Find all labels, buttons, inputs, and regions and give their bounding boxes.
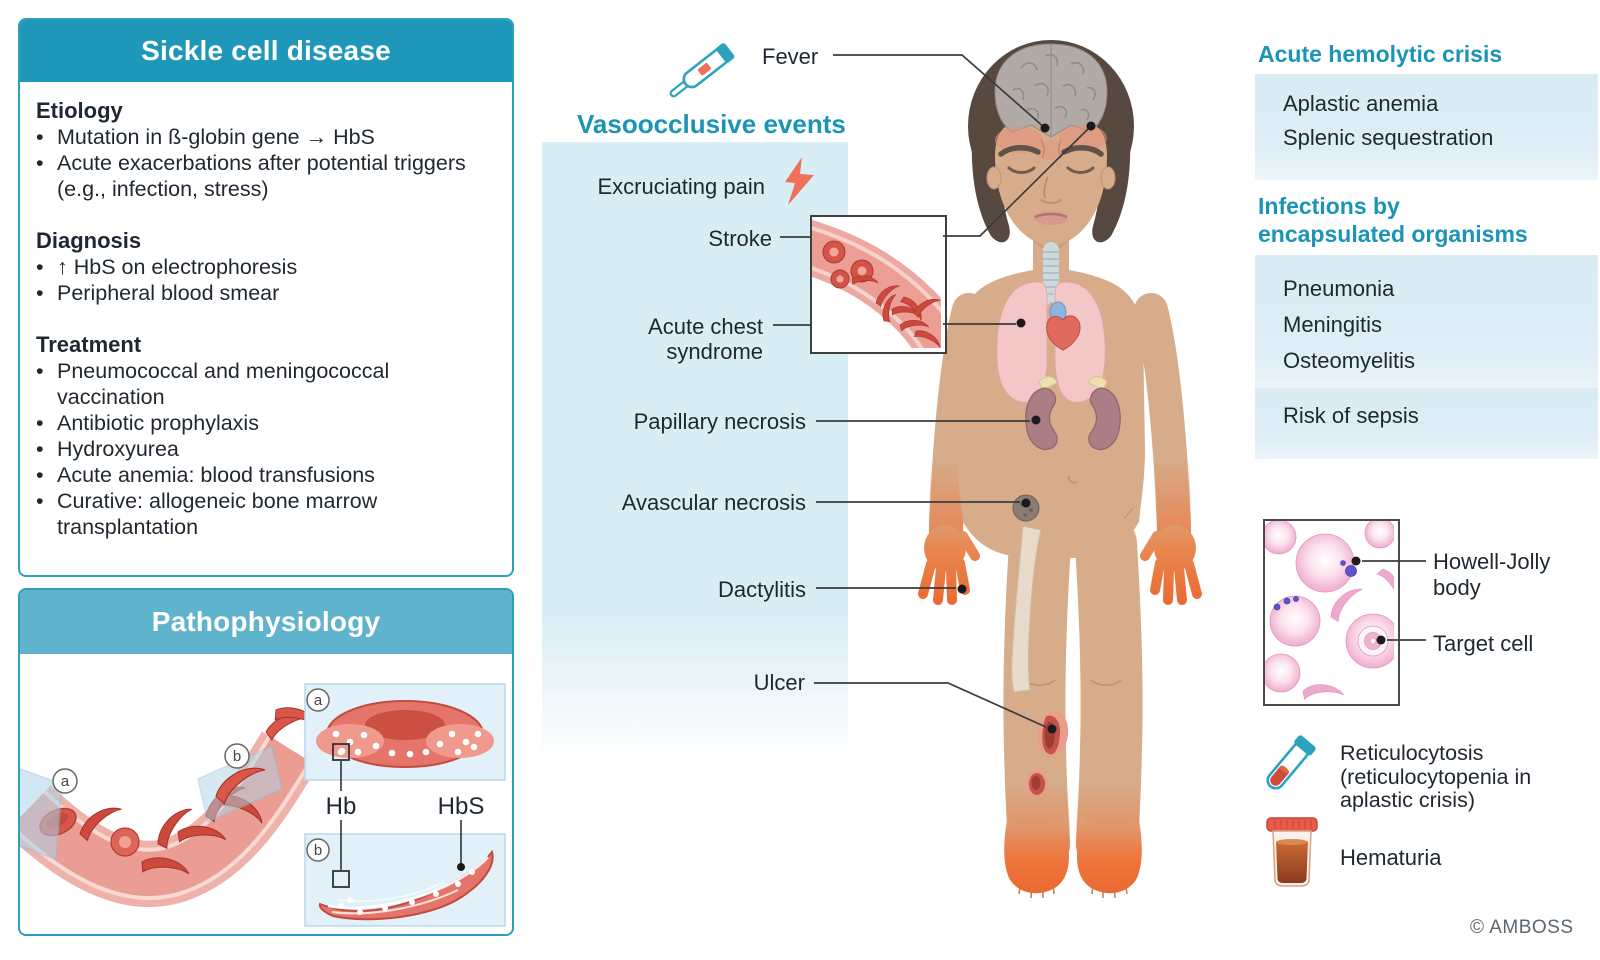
- target-cell: [1345, 613, 1394, 669]
- blood-smear-inset: [1263, 519, 1400, 706]
- hb-dots: [332, 730, 482, 758]
- left-forearm-flush: [929, 441, 965, 553]
- list-item: Osteomyelitis: [1283, 348, 1416, 373]
- pathophysiology-title: Pathophysiology: [20, 590, 512, 654]
- hb-selector-square: [332, 870, 350, 888]
- lightning-icon: [785, 157, 814, 205]
- thermometer-icon: [669, 43, 735, 98]
- list-item: Aplastic anemia: [1283, 91, 1439, 116]
- dactylitis-label: Dactylitis: [717, 577, 806, 602]
- sickle-cell-cluster: [851, 275, 941, 348]
- urine-cup-icon: [1266, 817, 1318, 887]
- ulcer-label: Ulcer: [753, 670, 805, 695]
- inset-normal-rbc: a: [304, 683, 506, 781]
- list-item: •Mutation in ß-globin gene → HbS: [36, 125, 375, 149]
- list-item: •Curative: allogeneic bone marrow transp…: [36, 489, 378, 539]
- vasoocclusive-panel: [542, 142, 848, 763]
- hb-connectors: [340, 761, 462, 870]
- hemolytic-crisis-box: Aplastic anemia Splenic sequestration: [1255, 74, 1598, 180]
- list-item: Meningitis: [1283, 312, 1383, 337]
- avascular-necrosis-label: Avascular necrosis: [621, 490, 806, 515]
- treatment-heading: Treatment: [36, 332, 142, 357]
- howell-jolly-bodies: [1273, 560, 1357, 611]
- test-tube-icon: [1266, 735, 1316, 790]
- ear: [986, 166, 1002, 190]
- heart: [1046, 315, 1081, 351]
- list-item: •Antibiotic prophylaxis: [36, 411, 259, 435]
- sickle-cell: [1330, 588, 1363, 623]
- hb-selector-square: [332, 743, 350, 761]
- stroke-label: Stroke: [708, 226, 772, 251]
- list-item: •Peripheral blood smear: [36, 281, 280, 305]
- red-blood-cells: [1265, 521, 1394, 700]
- list-item: •Acute exacerbations after potential tri…: [36, 151, 466, 201]
- marker-b-circle: [224, 743, 250, 769]
- vasoocclusive-heading: Vasoocclusive events: [577, 109, 846, 139]
- hemolytic-crisis-heading: Acute hemolytic crisis: [1258, 41, 1503, 67]
- diagnosis-section: Diagnosis •↑ HbS on electrophoresis •Per…: [36, 227, 500, 306]
- list-item: •↑ HbS on electrophoresis: [36, 255, 298, 279]
- marker-a: a: [61, 773, 70, 790]
- necrotic-femoral-head: [1012, 494, 1040, 522]
- brain: [994, 43, 1108, 138]
- navel: [1067, 475, 1078, 484]
- pathophysiology-panel: Pathophysiology a: [18, 588, 514, 936]
- occluded-vessel-inset: [810, 215, 947, 354]
- list-item: Pneumonia: [1283, 276, 1395, 301]
- hematuria-label: Hematuria: [1340, 845, 1442, 870]
- infections-heading: Infections by encapsulated organisms: [1258, 193, 1528, 247]
- right-forearm-flush: [1155, 441, 1191, 553]
- lungs: [996, 242, 1106, 403]
- reticulocytosis-label: Reticulocytosis (reticulocytopenia in ap…: [1340, 741, 1532, 812]
- infections-box: Pneumonia Meningitis Osteomyelitis: [1255, 255, 1598, 396]
- disease-panel-title: Sickle cell disease: [20, 20, 512, 82]
- papillary-necrosis-label: Papillary necrosis: [633, 409, 806, 434]
- target-cell-label: Target cell: [1433, 631, 1534, 656]
- list-item: Splenic sequestration: [1283, 125, 1494, 150]
- left-hand: [918, 525, 980, 605]
- treatment-section: Treatment •Pneumococcal and meningococca…: [36, 331, 500, 540]
- fever-label: Fever: [762, 44, 819, 69]
- hbs-label: HbS: [438, 793, 485, 820]
- marker-b: b: [233, 748, 241, 765]
- disease-panel-body: Etiology •Mutation in ß-globin gene → Hb…: [20, 82, 512, 540]
- marker-b: b: [314, 842, 322, 859]
- marker-a: a: [314, 692, 323, 709]
- list-item: •Pneumococcal and meningococcal vaccinat…: [36, 359, 390, 409]
- diagnosis-heading: Diagnosis: [36, 228, 142, 253]
- right-hand: [1140, 525, 1202, 605]
- etiology-section: Etiology •Mutation in ß-globin gene → Hb…: [36, 97, 500, 202]
- sepsis-box: Risk of sepsis: [1255, 388, 1598, 459]
- inset-sickle-cell: b: [304, 833, 506, 927]
- howell-jolly-label: Howell-Jolly body: [1433, 549, 1551, 600]
- sickle-cell: [1376, 568, 1394, 604]
- disease-panel: Sickle cell disease Etiology •Mutation i…: [18, 18, 514, 577]
- list-item: •Acute anemia: blood transfusions: [36, 463, 375, 487]
- hbs-dots: [338, 869, 475, 915]
- vessel-illustration: a b: [20, 707, 322, 907]
- hbs-dot: [457, 863, 465, 871]
- acute-chest-syndrome-label: Acute chest syndrome: [648, 314, 763, 364]
- neck-shadow: [1033, 238, 1069, 250]
- sepsis-label: Risk of sepsis: [1283, 403, 1419, 428]
- etiology-heading: Etiology: [36, 98, 123, 123]
- child-figure: [918, 40, 1202, 899]
- kidneys: [1025, 376, 1121, 451]
- sickle-cell: [1302, 684, 1344, 700]
- amboss-credit: © AMBOSS: [1470, 917, 1574, 938]
- feet: [1004, 816, 1142, 899]
- excruciating-pain-label: Excruciating pain: [597, 174, 765, 199]
- marker-a-circle: [52, 768, 78, 794]
- ear: [1100, 166, 1116, 190]
- list-item: •Hydroxyurea: [36, 437, 179, 461]
- hb-label: Hb: [326, 793, 357, 820]
- pathophysiology-illustration: a b a: [20, 683, 506, 927]
